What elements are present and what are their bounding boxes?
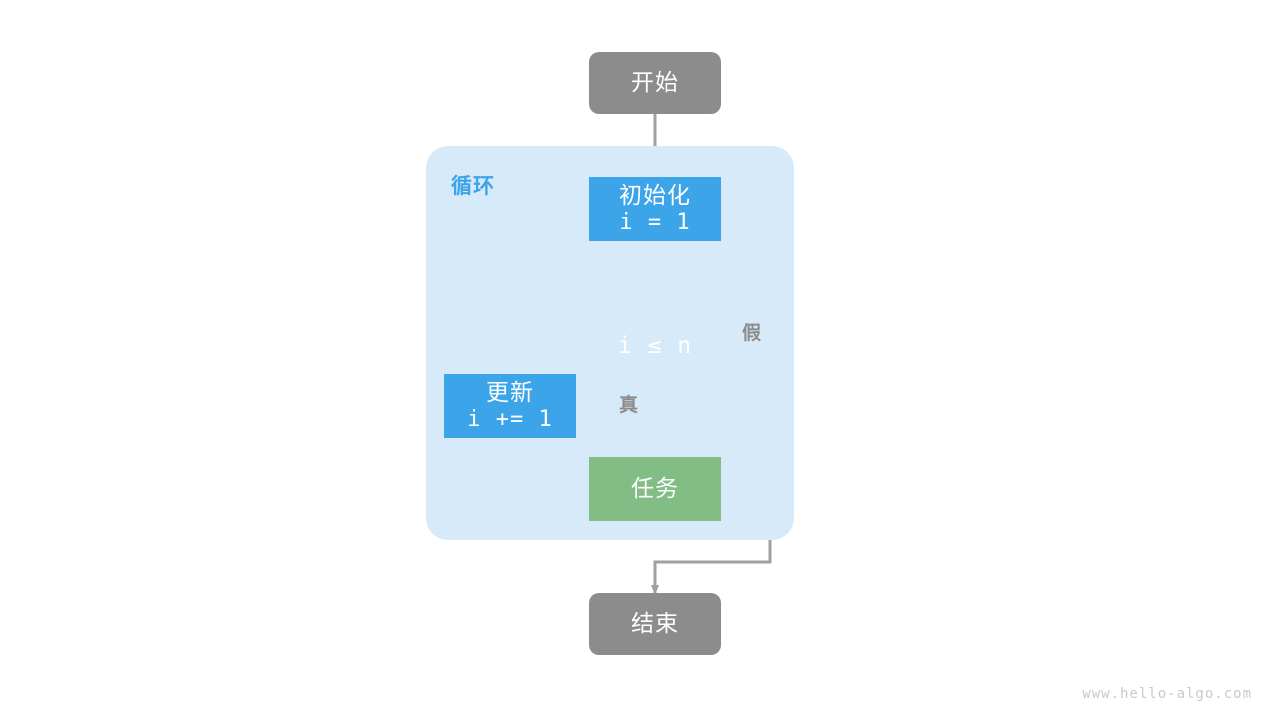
node-end[interactable]: 结束 <box>589 593 721 655</box>
loop-container-label: 循环 <box>451 175 495 198</box>
node-start-label: 开始 <box>631 69 679 96</box>
node-end-label: 结束 <box>631 610 679 637</box>
node-init-label: 初始化 <box>619 182 691 209</box>
node-update-label: 更新 <box>486 379 534 406</box>
node-task[interactable]: 任务 <box>589 457 721 521</box>
edge-label-true: 真 <box>619 395 640 416</box>
node-condition[interactable]: i ≤ n <box>560 306 750 386</box>
watermark: www.hello-algo.com <box>1082 686 1252 702</box>
node-condition-code: i ≤ n <box>617 333 693 359</box>
edge-label-false: 假 <box>742 323 763 344</box>
node-task-label: 任务 <box>631 475 679 502</box>
node-start[interactable]: 开始 <box>589 52 721 114</box>
node-init[interactable]: 初始化 i = 1 <box>589 177 721 241</box>
node-update-code: i += 1 <box>467 406 553 432</box>
node-init-code: i = 1 <box>619 209 691 235</box>
node-update[interactable]: 更新 i += 1 <box>444 374 576 438</box>
